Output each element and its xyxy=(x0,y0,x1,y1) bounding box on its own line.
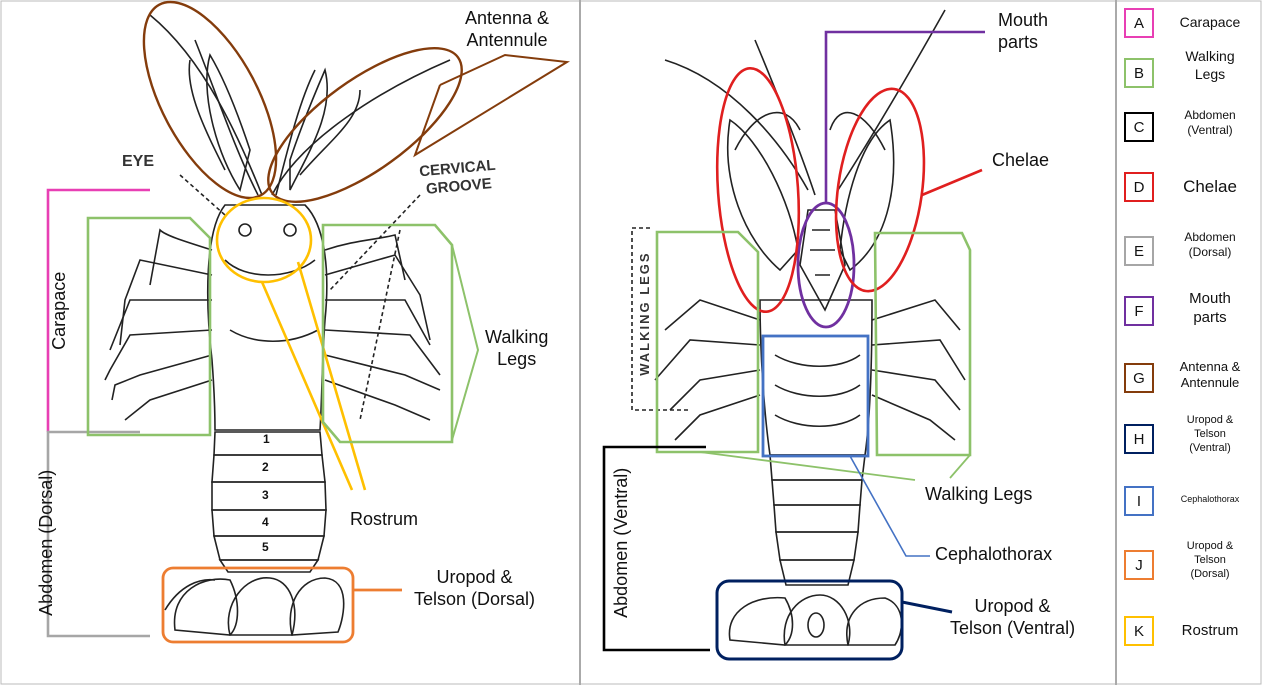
key-row-i: I Cephalothorax xyxy=(1118,478,1262,536)
label-walking-legs-dorsal: Walking Legs xyxy=(485,327,548,370)
key-row-b: B Walking Legs xyxy=(1118,46,1262,104)
dorsal-annotations xyxy=(48,0,567,642)
ventral-crayfish-drawing xyxy=(632,10,965,645)
walking-legs-box-left xyxy=(88,218,210,435)
key-row-d: D Chelae xyxy=(1118,166,1262,224)
key-text-k: Rostrum xyxy=(1160,622,1260,641)
label-carapace: Carapace xyxy=(49,261,71,361)
key-text-j: Uropod & Telson (Dorsal) xyxy=(1160,540,1260,581)
key-row-g: G Antenna & Antennule xyxy=(1118,355,1262,413)
key-box-i: I xyxy=(1124,486,1154,516)
segment-1: 1 xyxy=(263,432,270,446)
label-abdomen-ventral: Abdomen (Ventral) xyxy=(611,458,633,628)
cephalothorax-callout xyxy=(850,456,930,556)
label-mouth-parts: Mouth parts xyxy=(998,10,1048,53)
segment-3: 3 xyxy=(262,488,269,502)
key-text-f: Mouth parts xyxy=(1160,290,1260,328)
label-rostrum: Rostrum xyxy=(350,509,418,531)
uropod-ventral-callout xyxy=(902,602,952,612)
key-text-h: Uropod & Telson (Ventral) xyxy=(1160,414,1260,455)
key-box-a: A xyxy=(1124,8,1154,38)
dorsal-crayfish-drawing xyxy=(105,15,450,635)
antenna-outline-right xyxy=(246,21,485,229)
label-cephalothorax: Cephalothorax xyxy=(935,544,1052,566)
key-row-j: J Uropod & Telson (Dorsal) xyxy=(1118,540,1262,598)
ventral-annotations xyxy=(604,32,985,659)
key-text-c: Abdomen (Ventral) xyxy=(1160,108,1260,138)
key-text-d: Chelae xyxy=(1160,176,1260,197)
key-text-g: Antenna & Antennule xyxy=(1160,359,1260,392)
label-antenna-dorsal: Antenna & Antennule xyxy=(465,8,549,51)
antenna-callout xyxy=(415,55,567,155)
chelae-outline-right xyxy=(824,83,936,297)
label-eye: EYE xyxy=(122,152,154,171)
key-box-d: D xyxy=(1124,172,1154,202)
key-box-f: F xyxy=(1124,296,1154,326)
abdomen-dorsal-bracket xyxy=(48,432,150,636)
key-box-c: C xyxy=(1124,112,1154,142)
key-text-a: Carapace xyxy=(1160,14,1260,32)
label-uropod-ventral: Uropod & Telson (Ventral) xyxy=(950,596,1075,639)
key-box-j: J xyxy=(1124,550,1154,580)
label-walking-legs-ventral: Walking Legs xyxy=(925,484,1032,506)
key-row-k: K Rostrum xyxy=(1118,606,1262,664)
label-chelae: Chelae xyxy=(992,150,1049,172)
key-row-f: F Mouth parts xyxy=(1118,288,1262,346)
walking-legs-callout xyxy=(452,245,478,440)
label-abdomen-dorsal: Abdomen (Dorsal) xyxy=(36,463,58,623)
segment-5: 5 xyxy=(262,540,269,554)
label-uropod-dorsal: Uropod & Telson (Dorsal) xyxy=(414,567,535,610)
key-text-e: Abdomen (Dorsal) xyxy=(1160,230,1260,260)
key-row-c: C Abdomen (Ventral) xyxy=(1118,106,1262,164)
rostrum-outline xyxy=(217,198,311,282)
key-box-h: H xyxy=(1124,424,1154,454)
key-box-b: B xyxy=(1124,58,1154,88)
key-text-i: Cephalothorax xyxy=(1160,494,1260,505)
segment-4: 4 xyxy=(262,515,269,529)
label-cervical-groove: CERVICAL GROOVE xyxy=(419,157,498,200)
key-box-e: E xyxy=(1124,236,1154,266)
chelae-callout xyxy=(922,170,982,195)
key-row-h: H Uropod & Telson (Ventral) xyxy=(1118,414,1262,472)
key-text-b: Walking Legs xyxy=(1160,48,1260,83)
segment-2: 2 xyxy=(262,460,269,474)
key-box-k: K xyxy=(1124,616,1154,646)
key-row-e: E Abdomen (Dorsal) xyxy=(1118,228,1262,286)
label-walking-legs-print: WALKING LEGS xyxy=(637,256,653,376)
key-box-g: G xyxy=(1124,363,1154,393)
